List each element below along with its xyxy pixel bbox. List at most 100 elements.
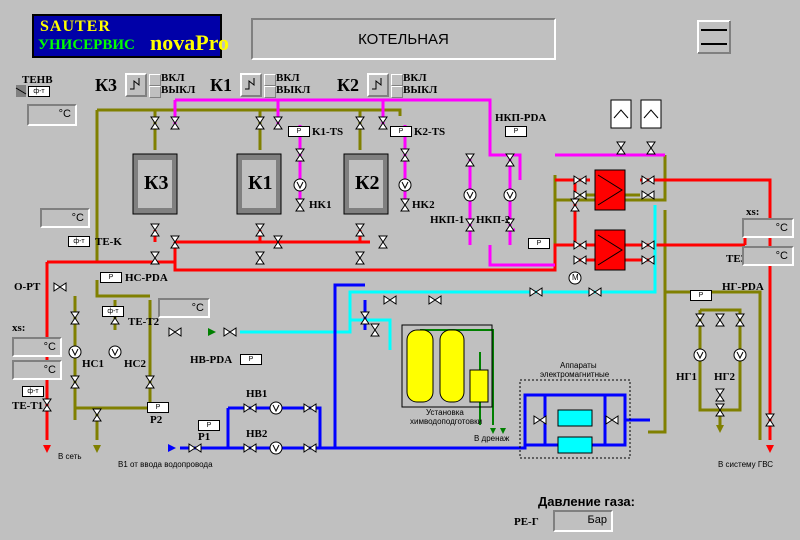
hc1-label: HC1	[82, 358, 104, 370]
logo-line1: SAUTER	[40, 18, 111, 35]
xs-left-value-2: °C	[12, 360, 62, 380]
o-rt-label: O-PT	[14, 281, 41, 293]
xs-left-value-1: °C	[12, 337, 62, 357]
gas-pressure-title: Давление газа:	[538, 494, 635, 509]
gas-pressure-unit: Бар	[587, 514, 607, 526]
nkp-pda-label: НКП-PDA	[495, 112, 547, 124]
xs-left-label: xs:	[12, 322, 26, 334]
xs-left-unit-1: °C	[43, 341, 56, 353]
water-treatment-caption-1: Установка	[426, 408, 464, 417]
te-k-sensor[interactable]: ф-т	[68, 236, 90, 247]
hc2-label: HC2	[124, 358, 146, 370]
gas-pressure-value: Бар	[553, 510, 613, 532]
te-k-label: TE-K	[95, 236, 122, 248]
window-corner-control[interactable]	[697, 20, 731, 54]
to-gvs-caption: В систему ГВС	[718, 460, 774, 469]
motor-icon	[568, 271, 582, 285]
p1-label: P1	[198, 431, 211, 443]
tenv-value: °C	[27, 104, 77, 126]
boiler-k3-label: К3	[144, 172, 169, 194]
nkp-pda-sensor[interactable]: P	[505, 126, 527, 137]
te-k-value: °C	[40, 208, 90, 228]
boiler-bodies	[132, 153, 389, 215]
water-input-caption: B1 от ввода водопровода	[118, 460, 213, 469]
ng2-label: HГ2	[714, 371, 736, 383]
tenv-unit: °C	[58, 108, 71, 120]
hb2-label: HB2	[246, 428, 268, 440]
tenv-label: ТЕНВ	[22, 74, 53, 86]
water-treatment-caption-2: химводоподготовки	[410, 417, 483, 426]
electromagnetic-caption-1: Аппараты	[560, 361, 597, 370]
ng1-label: HГ1	[676, 371, 698, 383]
nkp1-label: НКП-1	[430, 214, 465, 226]
p1-sensor[interactable]: P	[198, 420, 220, 431]
heat-exchangers	[594, 169, 626, 271]
hb-pda-sensor[interactable]: P	[240, 354, 262, 365]
hs-pda-label: HC-PDA	[125, 272, 168, 284]
page-title: КОТЕЛЬНАЯ	[251, 18, 556, 60]
off-button[interactable]	[264, 86, 276, 98]
electromagnetic-caption-2: электромагнитные	[540, 370, 610, 379]
te-t2-unit: °C	[191, 302, 204, 314]
te3-value: °C	[742, 246, 794, 266]
on-button[interactable]	[264, 74, 276, 86]
p2-label: P2	[150, 414, 163, 426]
flow-arrows	[43, 328, 774, 453]
logo-line2: УНИСЕРВИС	[38, 37, 135, 53]
nkp-p-sensor[interactable]: P	[528, 238, 550, 249]
te3-unit: °C	[775, 250, 788, 262]
nkp2-label: НКП-2	[476, 214, 511, 226]
hs-pda-sensor[interactable]: P	[100, 272, 122, 283]
off-label: ВЫКЛ	[161, 84, 196, 96]
on-button[interactable]	[391, 74, 403, 86]
motor-label: M	[572, 273, 579, 282]
boiler-control-k2: К2 ВКЛ ВЫКЛ	[337, 72, 437, 101]
ng-pda-sensor[interactable]: P	[690, 290, 712, 301]
to-net-caption: В сеть	[58, 452, 82, 461]
off-button[interactable]	[149, 86, 161, 98]
boiler-switch-icon[interactable]	[125, 73, 147, 97]
boiler-control-name: К1	[210, 75, 233, 95]
cyan-pipes	[240, 205, 657, 350]
xs-right-unit: °C	[775, 222, 788, 234]
on-label: ВКЛ	[161, 72, 185, 84]
nk1-label: HK1	[309, 199, 332, 211]
boiler-k1-label: К1	[248, 172, 273, 194]
tenv-sensor[interactable]: ф-т	[28, 86, 50, 97]
boiler-control-name: К2	[337, 75, 360, 95]
hb-pda-label: HB-PDA	[190, 354, 233, 366]
xs-left-unit-2: °C	[43, 364, 56, 376]
k1-ts-label: K1-TS	[312, 126, 344, 138]
boiler-switch-icon[interactable]	[240, 73, 262, 97]
xs-right-value: °C	[742, 218, 794, 238]
red-pipes	[45, 178, 772, 440]
te-t1-sensor[interactable]: ф-т	[22, 386, 44, 397]
page-title-text: КОТЕЛЬНАЯ	[358, 30, 449, 48]
te-k-unit: °C	[71, 212, 84, 224]
off-label: ВЫКЛ	[276, 84, 311, 96]
boiler-control-k3: К3 ВКЛ ВЫКЛ	[95, 72, 195, 101]
tenv-heater-icon	[15, 85, 27, 97]
te-t2-label: TE-T2	[128, 316, 160, 328]
off-label: ВЫКЛ	[403, 84, 438, 96]
p2-sensor[interactable]: P	[147, 402, 169, 413]
on-label: ВКЛ	[276, 72, 300, 84]
k2-ts-sensor[interactable]: P	[390, 126, 412, 137]
k1-ts-sensor[interactable]: P	[288, 126, 310, 137]
te-t2-value: °C	[158, 298, 210, 318]
te-t2-sensor[interactable]: ф-т	[102, 306, 124, 317]
xs-right-label: xs:	[746, 206, 760, 218]
on-button[interactable]	[149, 74, 161, 86]
boiler-control-name: К3	[95, 75, 118, 95]
blue-pipes	[180, 283, 650, 450]
k2-ts-label: K2-TS	[414, 126, 446, 138]
electromagnetic-apparatus	[519, 379, 631, 459]
hb1-label: HB1	[246, 388, 268, 400]
off-button[interactable]	[391, 86, 403, 98]
boiler-k2-label: К2	[355, 172, 380, 194]
boiler-switch-icon[interactable]	[367, 73, 389, 97]
boiler-control-k1: К1 ВКЛ ВЫКЛ	[210, 72, 310, 101]
water-treatment-tanks	[401, 324, 493, 408]
logo-line3: novaPro	[150, 30, 230, 55]
